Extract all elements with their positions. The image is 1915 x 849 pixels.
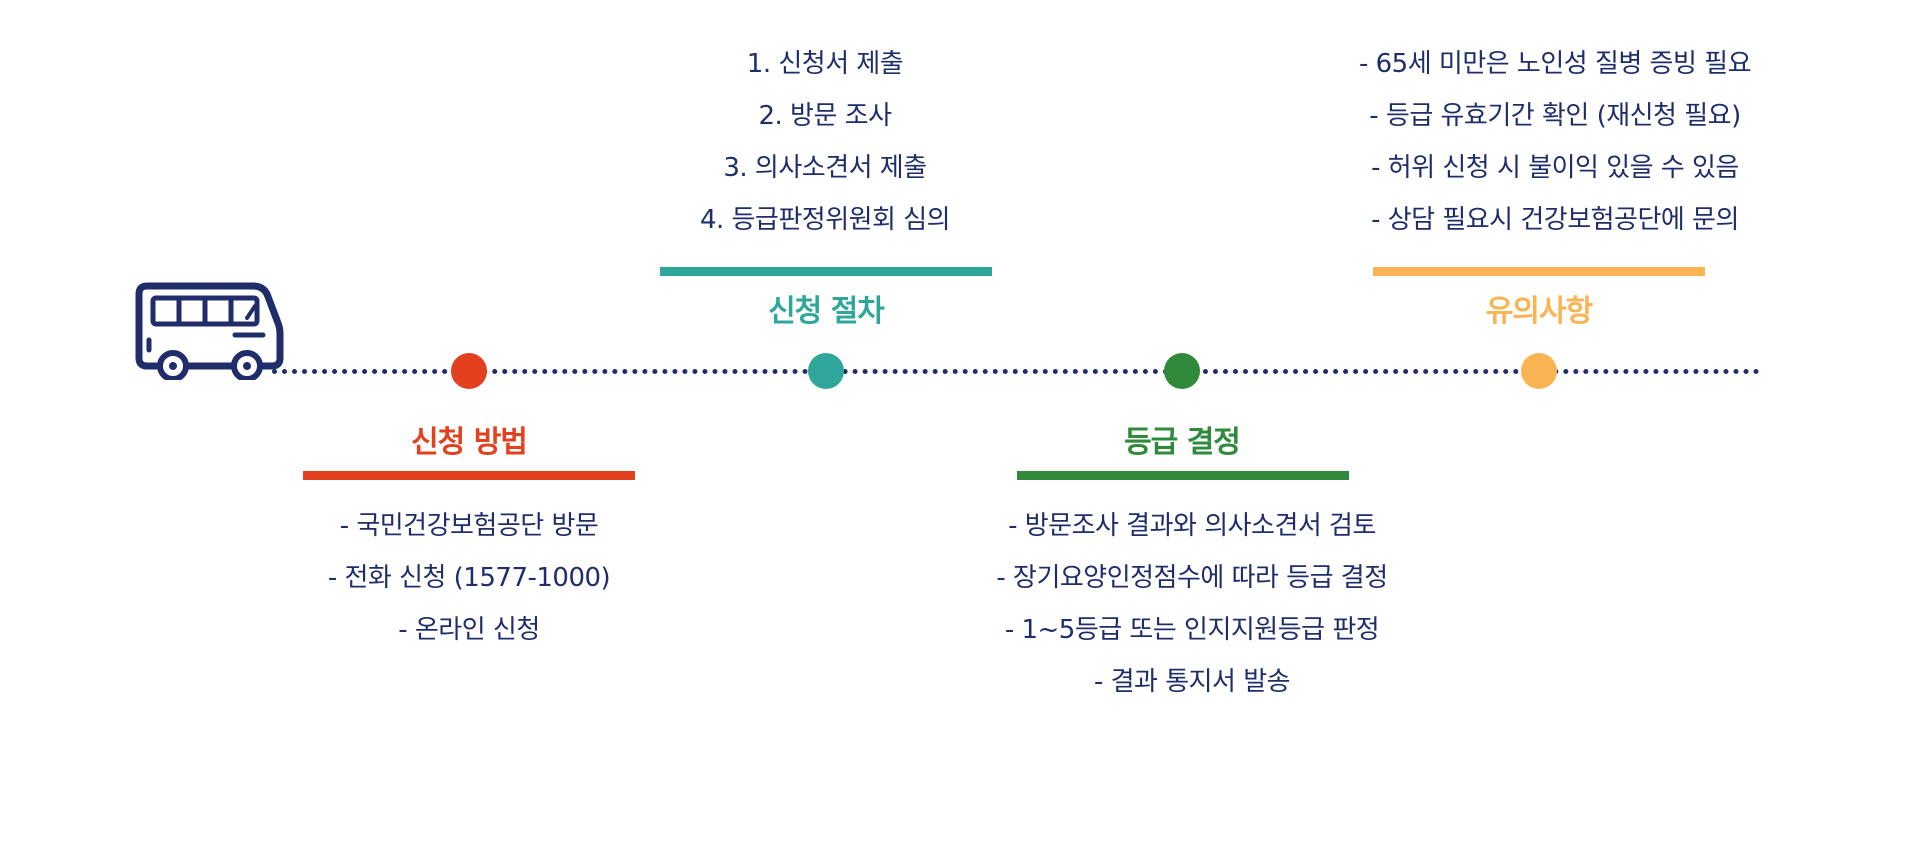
step-1-title: 신청 방법 [411, 425, 528, 460]
step-1-bar [303, 471, 635, 480]
step-2-list: 1. 신청서 제출 2. 방문 조사 3. 의사소견서 제출 4. 등급판정위원… [545, 38, 1105, 246]
step-3-title: 등급 결정 [1124, 425, 1241, 460]
step-3-dot [1164, 353, 1200, 389]
step-4-title: 유의사항 [1485, 294, 1593, 329]
list-item: 3. 의사소견서 제출 [723, 153, 927, 183]
list-item: - 1~5등급 또는 인지지원등급 판정 [1004, 615, 1380, 645]
list-item: - 방문조사 결과와 의사소견서 검토 [1008, 511, 1376, 541]
list-item: - 국민건강보험공단 방문 [339, 511, 599, 541]
step-1-dot [451, 353, 487, 389]
bus-icon [135, 282, 284, 380]
step-4-bar [1373, 267, 1705, 276]
list-item: 4. 등급판정위원회 심의 [699, 205, 951, 235]
list-item: - 전화 신청 (1577-1000) [327, 563, 611, 593]
step-2-dot [808, 353, 844, 389]
step-4-dot [1521, 353, 1557, 389]
list-item: - 상담 필요시 건강보험공단에 문의 [1371, 205, 1739, 235]
step-3-bar [1017, 471, 1349, 480]
list-item: - 등급 유효기간 확인 (재신청 필요) [1369, 101, 1741, 131]
step-4-list: - 65세 미만은 노인성 질병 증빙 필요 - 등급 유효기간 확인 (재신청… [1275, 38, 1835, 246]
list-item: - 허위 신청 시 불이익 있을 수 있음 [1371, 153, 1739, 183]
list-item: - 결과 통지서 발송 [1093, 667, 1291, 697]
list-item: 1. 신청서 제출 [746, 49, 904, 79]
list-item: - 온라인 신청 [398, 615, 540, 645]
step-2-title: 신청 절차 [768, 294, 885, 329]
step-3-list: - 방문조사 결과와 의사소견서 검토 - 장기요양인정점수에 따라 등급 결정… [912, 500, 1472, 708]
step-1-list: - 국민건강보험공단 방문 - 전화 신청 (1577-1000) - 온라인 … [189, 500, 749, 656]
step-2-bar [660, 267, 992, 276]
list-item: - 65세 미만은 노인성 질병 증빙 필요 [1358, 49, 1752, 79]
list-item: 2. 방문 조사 [758, 101, 892, 131]
timeline-line [272, 369, 1760, 374]
list-item: - 장기요양인정점수에 따라 등급 결정 [996, 563, 1388, 593]
